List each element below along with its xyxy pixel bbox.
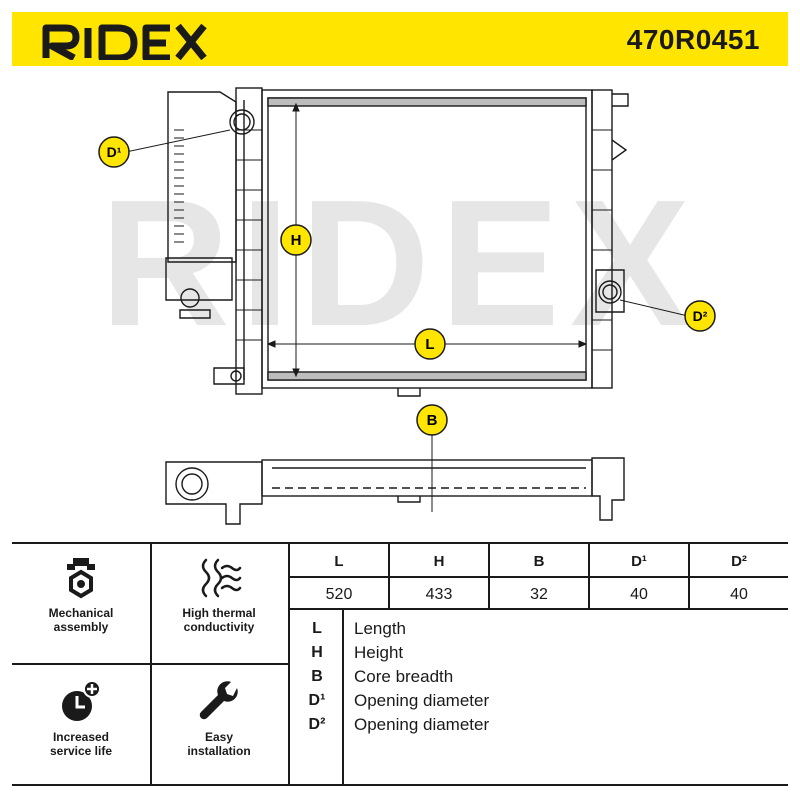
- top-view: [165, 452, 625, 525]
- callout-d2: D²: [684, 300, 716, 332]
- dim-header-d2: D²: [731, 553, 747, 570]
- svg-text:L: L: [425, 336, 434, 353]
- legend-key-d2: D²: [308, 716, 326, 733]
- service-life-icon: [62, 680, 101, 721]
- dim-header-b: B: [533, 553, 545, 570]
- dim-header-l: L: [334, 553, 344, 570]
- svg-text:H: H: [291, 232, 302, 249]
- opening-d2: [598, 280, 622, 304]
- legend-key-l: L: [312, 620, 322, 637]
- dim-value-d2: 40: [730, 586, 748, 603]
- legend-text-b: Core breadth: [354, 667, 454, 686]
- dim-value-l: 520: [325, 586, 353, 603]
- dim-value-b: 32: [530, 586, 548, 603]
- expansion-tank: [167, 91, 237, 263]
- svg-text:D²: D²: [693, 308, 708, 324]
- opening-d1: [229, 109, 255, 135]
- legend-key-d1: D¹: [308, 692, 326, 709]
- right-tank: [591, 89, 613, 389]
- technical-drawing: RIDEX: [0, 66, 800, 544]
- legend-key-h: H: [311, 644, 323, 661]
- legend-text-l: Length: [354, 619, 406, 638]
- legend-text-h: Height: [354, 643, 404, 662]
- watermark-text: RIDEX: [100, 163, 700, 364]
- svg-text:B: B: [427, 412, 438, 429]
- header-bar: 470R0451: [12, 12, 788, 66]
- part-number: 470R0451: [626, 24, 760, 55]
- brand-logo: [40, 18, 210, 65]
- dim-header-d1: D¹: [631, 553, 647, 570]
- mechanical-assembly-icon: [67, 558, 95, 599]
- callout-l: L: [414, 328, 446, 360]
- legend-text-d2: Opening diameter: [354, 715, 490, 734]
- dim-value-h: 433: [425, 586, 453, 603]
- wrench-icon: [199, 681, 238, 720]
- svg-text:D¹: D¹: [107, 144, 122, 160]
- legend-text-d1: Opening diameter: [354, 691, 490, 710]
- callout-h: H: [280, 224, 312, 256]
- callout-b: B: [416, 404, 448, 436]
- callout-d1: D¹: [98, 136, 130, 168]
- legend-key-b: B: [311, 668, 323, 685]
- dim-header-h: H: [433, 553, 445, 570]
- dim-value-d1: 40: [630, 586, 648, 603]
- high-thermal-icon: [201, 558, 242, 598]
